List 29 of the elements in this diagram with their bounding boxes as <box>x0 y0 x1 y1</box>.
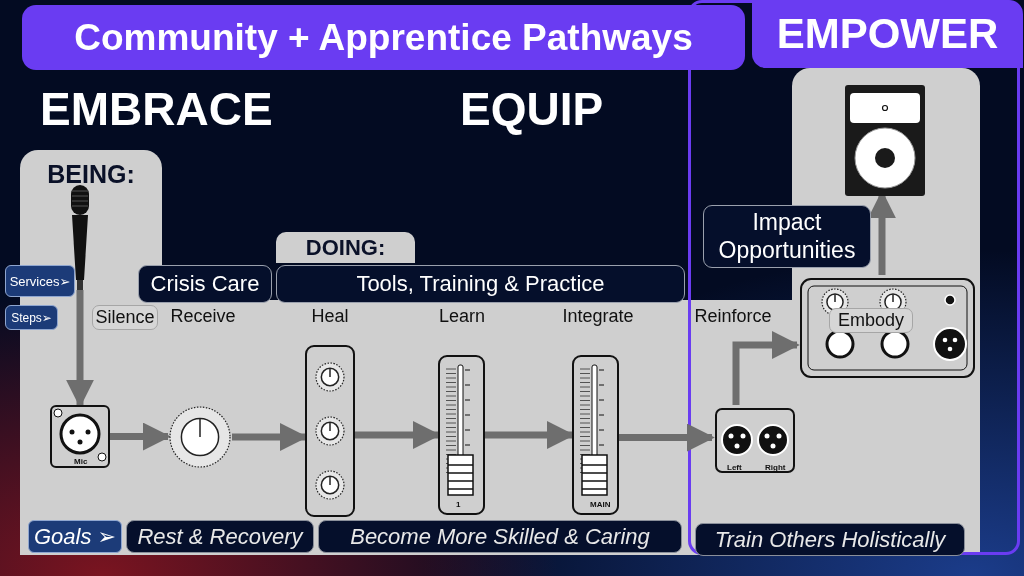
goal-box: Rest & Recovery <box>126 520 314 553</box>
arrow <box>110 422 171 451</box>
step-word: Integrate <box>562 306 634 327</box>
step-label: Embody <box>829 308 913 333</box>
title-banner: Community + Apprentice Pathways <box>22 5 745 70</box>
device-label: Left <box>727 463 742 472</box>
section-heading: EQUIP <box>460 82 604 136</box>
step-word: Receive <box>170 306 236 327</box>
row-badge: Steps➢ <box>5 305 58 330</box>
section-heading: EMBRACE <box>40 82 273 136</box>
step-word: Heal <box>311 306 349 327</box>
panel-heading: BEING: <box>46 160 136 189</box>
step-label: Silence <box>92 305 158 330</box>
device-label: Mic <box>74 457 88 466</box>
step-word: Reinforce <box>694 306 772 327</box>
goal-box: Become More Skilled & Caring <box>318 520 682 553</box>
step-word: Learn <box>439 306 485 327</box>
label-box: Crisis Care <box>138 265 272 303</box>
goal-box: Train Others Holistically <box>695 523 965 556</box>
label-box: Tools, Training & Practice <box>276 265 685 303</box>
arrow <box>619 423 715 452</box>
label-box: Impact Opportunities <box>703 205 871 268</box>
device-label: MAIN <box>590 500 611 509</box>
row-badge: Services➢ <box>5 265 75 297</box>
section-header: EMPOWER <box>752 0 1023 68</box>
row-badge: Goals ➢ <box>28 520 122 553</box>
section-tab: DOING: <box>276 232 415 263</box>
device-label: 1 <box>456 500 461 509</box>
arrow <box>66 290 94 408</box>
